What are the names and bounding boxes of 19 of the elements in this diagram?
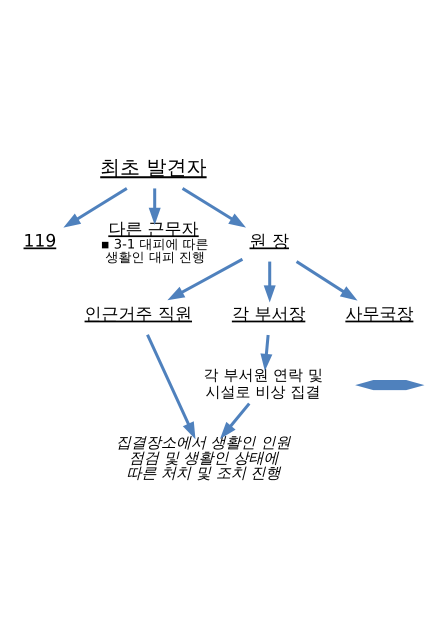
arrow: [148, 188, 161, 225]
node-text: 집결장소에서 생활인 인원 점검 및 생활인 상태에 따른 처치 및 조치 진행: [116, 434, 290, 482]
arrow: [220, 402, 250, 440]
arrow: [167, 258, 244, 300]
node-text: 다른 근무자 ▪ 3-1 대피에 따른 생활인 대피 진행: [100, 219, 209, 266]
arrow: [296, 260, 358, 301]
node-text: 각 부서장: [232, 304, 306, 325]
arrow: [264, 262, 276, 302]
node-text: 원 장: [250, 231, 289, 252]
node-text: 최초 발견자: [100, 155, 207, 180]
arrow: [63, 187, 128, 228]
arrow: [260, 334, 272, 372]
node-text: 사무국장: [345, 304, 414, 325]
node-text: 각 부서원 연락 및 시설로 비상 집결: [204, 366, 324, 402]
node-text: 119: [24, 231, 56, 252]
arrow: [146, 334, 196, 440]
node-text: 인근거주 직원: [84, 304, 192, 325]
arrow: [182, 187, 246, 228]
node-arrow: [355, 380, 424, 390]
